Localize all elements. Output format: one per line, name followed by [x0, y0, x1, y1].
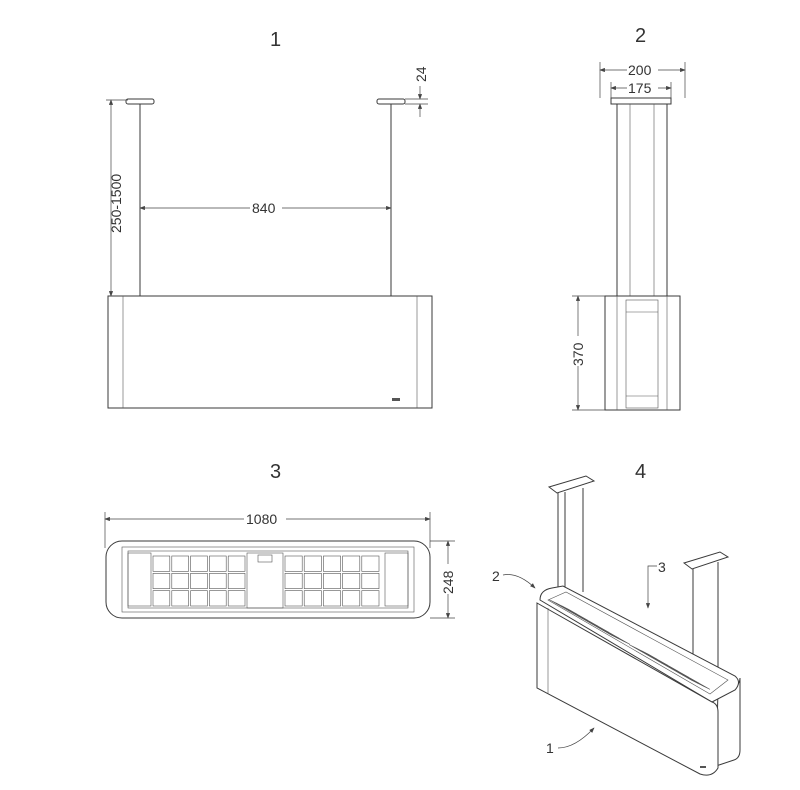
- view-2-label: 2: [635, 25, 646, 47]
- grid-cell: [650, 656, 667, 666]
- grid-cell: [190, 590, 208, 607]
- dim-rod-spacing: 840: [252, 200, 276, 216]
- dim-plate-height: 24: [413, 66, 429, 82]
- view-4-label: 4: [635, 461, 646, 483]
- grid-cell: [284, 555, 303, 572]
- grid-cell: [190, 555, 208, 572]
- grid-cell: [681, 674, 699, 684]
- grid-cell: [342, 590, 361, 607]
- dim-height-range: 250-1500: [108, 174, 124, 233]
- grid-cell: [209, 555, 227, 572]
- grid-cell: [209, 590, 227, 607]
- grid-cell: [171, 573, 189, 589]
- view-4-isometric: 4 2 3 1: [492, 461, 741, 776]
- dim-inner-width: 175: [628, 80, 652, 96]
- view-3-top: 3 1080 248: [104, 461, 456, 619]
- grid-cell: [227, 590, 246, 607]
- grid-cell: [323, 573, 341, 589]
- grid-cell: [361, 573, 380, 589]
- grid-cell: [171, 590, 189, 607]
- grid-cell: [671, 668, 688, 678]
- callout-3: 3: [658, 559, 666, 575]
- grid-cell: [559, 605, 577, 615]
- grid-cell: [303, 590, 322, 607]
- grid-cell: [284, 590, 303, 607]
- dim-body-height: 370: [570, 342, 586, 366]
- grid-cell: [323, 555, 341, 572]
- grid-cell: [171, 555, 189, 572]
- grid-cell: [190, 573, 208, 589]
- grid-cell: [342, 555, 361, 572]
- grid-cell: [591, 623, 608, 633]
- view-1-label: 1: [270, 29, 281, 51]
- iso-filter-grids: [549, 599, 711, 690]
- grid-cell: [227, 555, 246, 572]
- grid-cell: [580, 617, 598, 627]
- dim-outer-width: 200: [628, 62, 652, 78]
- grid-cell: [361, 590, 380, 607]
- grid-cell: [209, 573, 227, 589]
- grid-cell: [303, 555, 322, 572]
- grid-cell: [660, 662, 678, 672]
- grid-cell: [361, 555, 380, 572]
- grid-cell: [227, 573, 246, 589]
- filter-grid-left: [152, 555, 246, 607]
- view-3-label: 3: [270, 461, 281, 483]
- grid-cell: [570, 611, 587, 621]
- callout-1: 1: [546, 740, 554, 756]
- dim-length: 1080: [246, 511, 277, 527]
- filter-grid-right: [284, 555, 380, 607]
- grid-cell: [629, 644, 646, 654]
- dim-depth: 248: [440, 570, 456, 594]
- grid-cell: [152, 573, 171, 589]
- grid-cell: [152, 590, 171, 607]
- grid-cell: [639, 650, 657, 660]
- grid-cell: [549, 599, 566, 609]
- view-1-front: 1 250-1500 840 24: [106, 29, 433, 409]
- grid-cell: [323, 590, 341, 607]
- grid-cell: [152, 555, 171, 572]
- grid-cell: [284, 573, 303, 589]
- grid-cell: [342, 573, 361, 589]
- callout-2: 2: [492, 568, 500, 584]
- grid-cell: [601, 629, 619, 639]
- view-2-side: 2 200 175 370: [570, 25, 686, 411]
- grid-cell: [303, 573, 322, 589]
